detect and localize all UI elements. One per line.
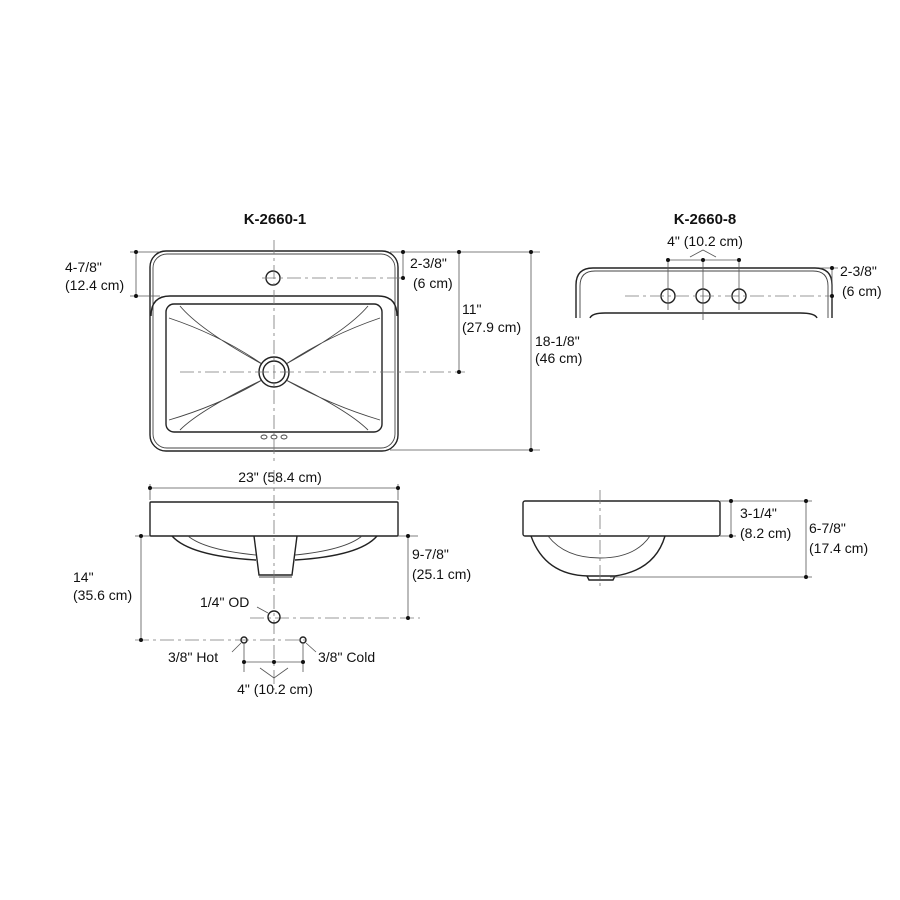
drain-bottom [586,575,616,581]
dim-label: (46 cm) [535,350,582,366]
dim-label: 18-1/8" [535,333,580,349]
dim-label: (17.4 cm) [809,540,868,556]
bowl-inner [187,535,363,556]
leader [259,667,289,679]
dim-label: (6 cm) [842,283,882,299]
sink-side-outline [522,500,721,537]
leader [231,642,242,653]
dim-label: (27.9 cm) [462,319,521,335]
hot-label: 3/8" Hot [168,649,218,665]
dim-label: 3-1/4" [740,505,777,521]
dim-label: (12.4 cm) [65,277,124,293]
leader [256,606,269,614]
cold-supply [299,636,307,644]
dim-label: (6 cm) [413,275,453,291]
dim-label: 2-3/8" [410,255,447,271]
top-view-k2660-1: K-2660-1 4-7/8" (12.4 cm) 2-3/8" (6 cm) … [65,211,582,462]
bowl-contours [168,305,381,431]
dim-label: 6-7/8" [809,520,846,536]
dim-label: 4" (10.2 cm) [667,233,743,249]
overflow-hole [280,434,288,440]
dim-label: 23" (58.4 cm) [238,469,322,485]
drain-outlet [267,610,281,624]
front-view: 23" (58.4 cm) 14" (35.6 cm) 9-7/8" (25.1… [73,469,471,697]
dim-label: 11" [462,301,482,317]
dim-label: (8.2 cm) [740,525,791,541]
top-view-k2660-8: K-2660-8 4" (10.2 cm) 2-3/8" (6 cm) [575,211,882,320]
dim-label: (25.1 cm) [412,566,471,582]
cold-label: 3/8" Cold [318,649,375,665]
hot-supply [240,636,248,644]
dim-label: 9-7/8" [412,546,449,562]
bowl-edge [589,312,818,319]
leader [305,642,317,653]
bowl-inner [547,535,651,559]
overflow-hole [260,434,268,440]
bowl-side [530,535,666,577]
dim-label: 4-7/8" [65,259,102,275]
dim-label: 2-3/8" [840,263,877,279]
dim-label: 4" (10.2 cm) [237,681,313,697]
drain-tailpiece [253,535,298,576]
drain-label: 1/4" OD [200,594,249,610]
side-view: 3-1/4" (8.2 cm) 6-7/8" (17.4 cm) [522,490,868,590]
dim-label: (35.6 cm) [73,587,132,603]
sink-rim [579,270,829,318]
top-view-8-title: K-2660-8 [674,211,737,228]
dim-label: 14" [73,569,94,585]
sink-outline-partial [575,267,833,318]
bowl-front [171,535,378,561]
top-view-title: K-2660-1 [244,211,307,228]
leader [689,249,717,258]
